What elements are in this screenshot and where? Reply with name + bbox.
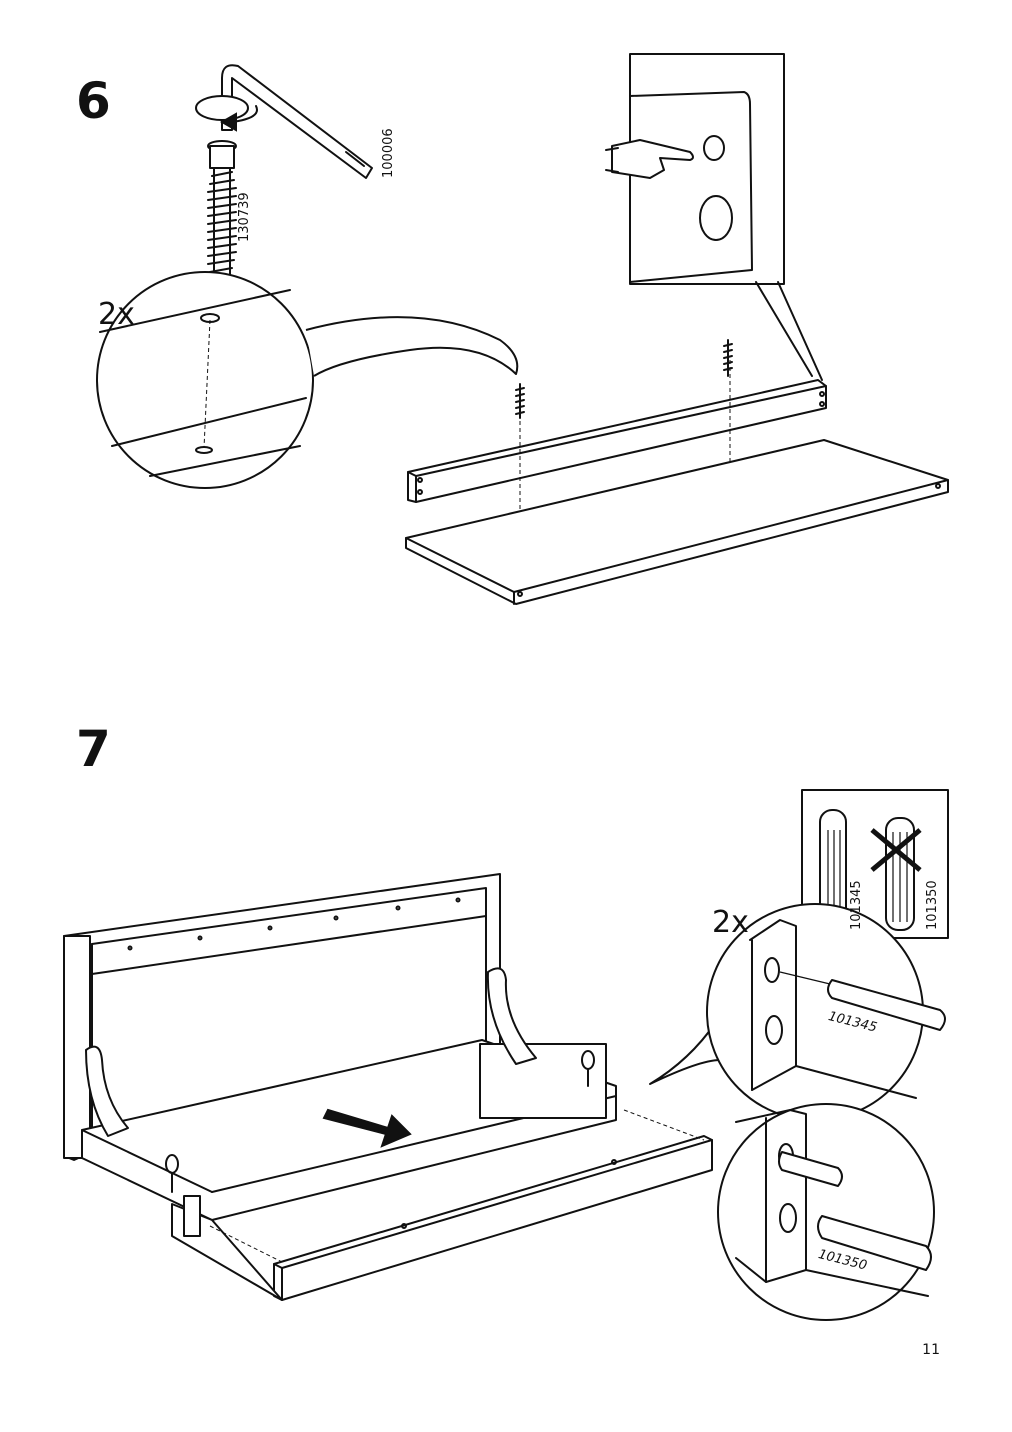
step-6-number: 6 [76,72,111,130]
step-7-number: 7 [76,720,111,778]
step6-rail-and-panel [405,339,949,605]
page-number: 11 [922,1342,940,1358]
step6-check-inset [605,53,823,381]
step7-detail-circles [649,903,946,1321]
step-7-part-dowel-wrong: 101350 [925,880,940,930]
step-7-part-dowel-correct: 101345 [849,880,864,930]
step6-screw-icon [207,140,237,297]
step7-bench-frame [63,873,713,1301]
step-6-part-allen-key: 100006 [381,128,396,178]
step-7-quantity: 2x [712,905,749,940]
step6-detail-circle [96,271,519,489]
step6-allen-key-icon [195,64,373,179]
step-6-quantity: 2x [98,297,135,332]
step-6-part-screw: 130739 [237,192,252,242]
